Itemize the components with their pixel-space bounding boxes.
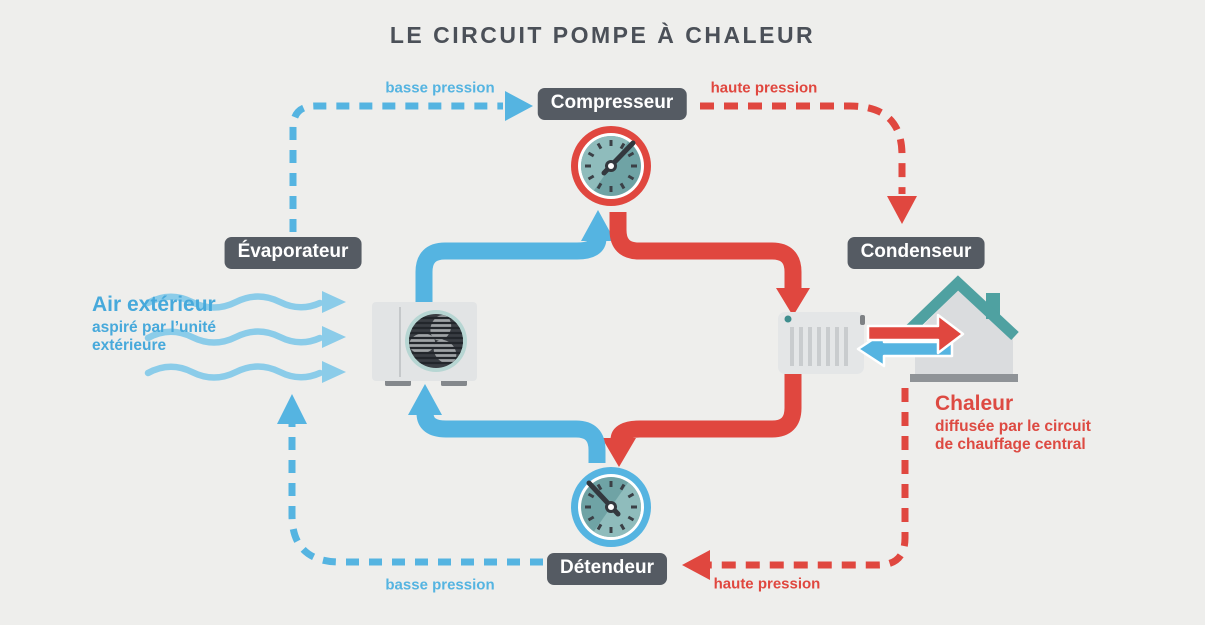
- heat-annotation: Chaleur diffusée par le circuit de chauf…: [935, 392, 1091, 454]
- compressor-label: Compresseur: [537, 88, 687, 120]
- low-pressure-label-top: basse pression: [385, 79, 495, 97]
- high-pressure-pipe-bottom: [602, 370, 802, 467]
- low-pressure-label-bottom: basse pression: [385, 576, 495, 594]
- condenser-label: Condenseur: [847, 237, 985, 269]
- arrow-up-icon: [277, 394, 307, 424]
- evaporator-label: Évaporateur: [224, 237, 362, 269]
- outside-air-annotation: Air extérieur aspiré par l’unité extérie…: [92, 293, 216, 355]
- house-icon: [899, 275, 1019, 382]
- outside-air-line1: aspiré par l’unité: [92, 319, 217, 336]
- arrow-up-icon: [581, 210, 615, 241]
- outside-air-title: Air extérieur: [92, 293, 216, 316]
- air-wave-icon: [144, 293, 324, 381]
- high-pressure-label-top: haute pression: [710, 79, 818, 97]
- high-pressure-dashed-line-bottom: [682, 388, 909, 580]
- heat-line1: diffusée par le circuit: [935, 418, 1091, 435]
- heat-line2: de chauffage central: [935, 436, 1086, 453]
- arrow-down-icon: [887, 196, 917, 224]
- low-pressure-dashed-line-top: [289, 91, 533, 232]
- high-pressure-label-bottom: haute pression: [713, 575, 821, 593]
- red-heat-arrow-icon: [866, 313, 965, 355]
- page-title: LE CIRCUIT POMPE À CHALEUR: [389, 22, 816, 48]
- expansion-valve-gauge-icon: [571, 467, 651, 547]
- arrow-right-icon: [505, 91, 533, 121]
- arrow-down-icon: [776, 288, 810, 316]
- radiator-icon: [778, 312, 865, 374]
- low-pressure-pipe-bottom: [408, 384, 606, 463]
- high-pressure-pipe-top: [609, 212, 810, 316]
- heat-exchange-arrows: [856, 313, 965, 368]
- arrow-down-icon: [602, 438, 636, 467]
- outdoor-unit-icon: [372, 302, 477, 386]
- air-wave-arrowheads: [322, 291, 346, 383]
- arrow-left-icon: [682, 550, 710, 580]
- arrow-up-icon: [408, 384, 442, 415]
- low-pressure-dashed-line-bottom: [277, 394, 543, 566]
- low-pressure-pipe-top: [415, 210, 615, 312]
- compressor-gauge-icon: [571, 126, 651, 206]
- outside-air-line2: extérieure: [92, 337, 167, 354]
- high-pressure-dashed-line-top: [700, 102, 917, 224]
- expansion-valve-label: Détendeur: [547, 553, 667, 585]
- heat-title: Chaleur: [935, 392, 1014, 415]
